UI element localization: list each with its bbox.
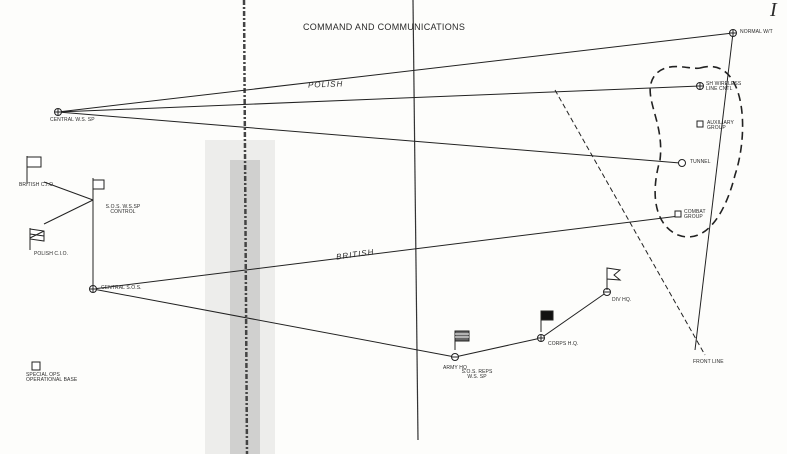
- special-ops-base-square-icon: [31, 361, 41, 371]
- node-div-hq-icon: [603, 288, 611, 296]
- node-corps-hq-icon: [537, 334, 545, 342]
- node-label-central-sos: CENTRAL S.O.S.: [101, 285, 142, 291]
- node-tunnel-icon: [678, 159, 686, 167]
- scan-fold-line: [242, 0, 249, 454]
- node-label-central-ws: CENTRAL W.S. SP: [50, 117, 95, 123]
- sos-control-flag-icon: [92, 178, 105, 198]
- army-hq-flag-icon: [454, 330, 470, 350]
- div-hq-flag-icon: [606, 267, 622, 290]
- diagram-title: COMMAND AND COMMUNICATIONS: [303, 22, 466, 32]
- scan-fold-band: [205, 140, 275, 454]
- combat-group-square-icon: [674, 210, 682, 218]
- link-british-route: [92, 215, 680, 290]
- link-army-corps-div: [454, 291, 608, 358]
- link-normal-wt-front: [694, 32, 734, 351]
- node-label-front-line: FRONT LINE: [693, 359, 724, 365]
- polish-flag-icon: [29, 228, 45, 250]
- node-label-polish-cinc: POLISH C.I.O.: [34, 251, 69, 257]
- node-central-sos-icon: [89, 285, 97, 293]
- node-label-corps-hq: CORPS H.Q.: [548, 341, 579, 347]
- node-label-special-ops-base: SPECIAL OPS OPERATIONAL BASE: [26, 372, 78, 383]
- node-label-wireless-group: SH WIRELESS LINE CNTL: [706, 81, 742, 92]
- node-normal-wt-icon: [729, 29, 737, 37]
- auxiliary-group-square-icon: [696, 120, 704, 128]
- link-central-ws-normal-wt: [57, 32, 734, 113]
- front-line: [554, 89, 706, 356]
- link-british-sos: [43, 181, 94, 201]
- node-wireless-group-icon: [696, 82, 704, 90]
- corps-hq-flag-icon: [540, 310, 554, 332]
- node-label-british-cinc: BRITISH C.I.O.: [19, 182, 55, 188]
- node-central-ws-icon: [54, 108, 62, 116]
- node-army-hq-icon: [451, 353, 459, 361]
- link-central-ws-auxiliary: [57, 111, 681, 164]
- route-label-polish: POLISH: [307, 79, 344, 90]
- scan-fold-band-dark: [230, 160, 260, 454]
- node-label-normal-wt: NORMAL W/T: [740, 29, 773, 35]
- node-label-army-hq: ARMY HQ: [443, 365, 467, 371]
- node-label-sos-reps: S.O.S. REPS W.S. SP: [461, 369, 493, 380]
- node-label-sos-control: S.O.S. W.S.SP CONTROL: [105, 204, 141, 215]
- node-label-combat-group: COMBAT GROUP: [684, 209, 706, 220]
- node-label-div-hq: DIV HQ.: [612, 297, 632, 303]
- node-label-auxiliary-group: AUXILIARY GROUP: [707, 120, 734, 131]
- british-flag-icon: [26, 156, 42, 184]
- link-central-sos-army: [92, 288, 456, 358]
- link-polish-route: [57, 85, 701, 113]
- page-mark: I: [770, 0, 777, 21]
- page-divider-line: [412, 0, 419, 441]
- node-label-tunnel: TUNNEL: [690, 159, 711, 165]
- link-polish-sos: [43, 199, 94, 225]
